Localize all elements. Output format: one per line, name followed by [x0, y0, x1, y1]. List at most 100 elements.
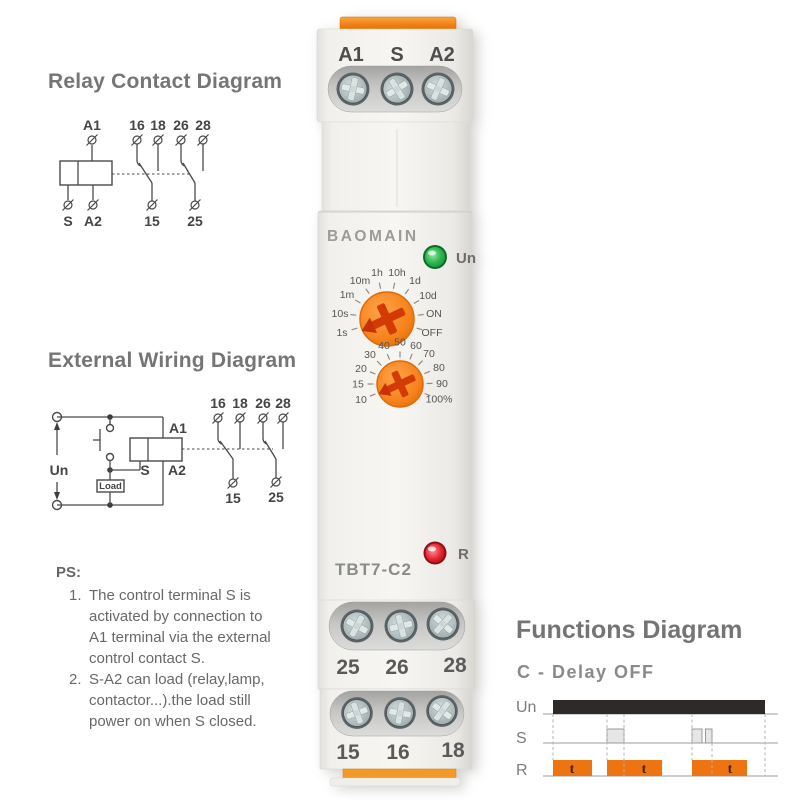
svg-text:15: 15: [144, 213, 160, 229]
svg-text:28: 28: [275, 395, 291, 411]
bottom-edge: [329, 777, 461, 787]
timing-row-un: Un: [516, 699, 536, 716]
svg-text:10: 10: [355, 394, 367, 406]
svg-text:1m: 1m: [340, 289, 355, 301]
svg-text:26: 26: [255, 395, 271, 411]
load-box: Load: [96, 470, 125, 505]
svg-text:18: 18: [232, 395, 248, 411]
time-range-knob: [354, 291, 415, 347]
top-terminal-block: A1 S A2: [316, 28, 474, 123]
changeover-contact-2: 26 25 28: [255, 395, 291, 505]
note-text: The control terminal S is activated by c…: [89, 587, 271, 667]
functions-diagram-title: Functions Diagram: [516, 616, 743, 644]
percent-dial-labels: 10 15 20 30 40 50 60 70 80 90 100%: [352, 337, 452, 407]
svg-text:15: 15: [352, 379, 364, 391]
coil-terminal-a2-label: A2: [84, 213, 102, 229]
svg-text:10s: 10s: [332, 308, 349, 320]
svg-text:10m: 10m: [350, 275, 371, 287]
delay-time-label: t: [728, 762, 733, 777]
relay-led-label: R: [458, 546, 469, 563]
percent-knob: [372, 360, 424, 408]
terminal-label-s: S: [390, 44, 403, 66]
terminal-label-a1: A1: [338, 44, 364, 66]
svg-text:16: 16: [210, 395, 226, 411]
svg-text:25: 25: [187, 213, 203, 229]
coil-symbol: A1 S A2: [59, 117, 113, 229]
changeover-contact-2: 26 25 28: [173, 117, 211, 229]
coil-terminal-s-label: S: [63, 213, 72, 229]
notes-heading: PS:: [56, 564, 82, 581]
notes-block: PS: 1. The control terminal S is activat…: [56, 562, 271, 732]
terminal-symbol: [86, 198, 100, 212]
time-range-dial: [350, 282, 424, 331]
svg-text:1s: 1s: [336, 327, 347, 339]
timing-row-s: S: [516, 730, 527, 747]
svg-text:1d: 1d: [409, 275, 421, 287]
svg-text:80: 80: [433, 362, 445, 374]
svg-text:90: 90: [436, 378, 448, 390]
timing-row-r: R: [516, 762, 528, 779]
svg-text:40: 40: [378, 340, 390, 352]
terminal-label-28: 28: [443, 654, 467, 677]
svg-text:60: 60: [410, 340, 422, 352]
svg-text:10d: 10d: [419, 290, 437, 302]
coil-s-label: S: [140, 462, 149, 478]
note-text: S-A2 can load (relay,lamp, contactor...)…: [89, 671, 265, 730]
terminal-symbol: [61, 198, 75, 212]
svg-text:18: 18: [150, 117, 166, 133]
svg-text:OFF: OFF: [422, 327, 443, 339]
terminal-label-15: 15: [336, 741, 360, 764]
power-led-green: [423, 245, 447, 269]
front-panel: BAOMAIN Un 1s 10s 1m 10m 1h 10h 1d 10d O…: [317, 210, 476, 602]
delay-time-label: t: [570, 762, 575, 777]
svg-text:15: 15: [225, 490, 241, 506]
terminal-label-26: 26: [385, 656, 408, 679]
svg-text:100%: 100%: [426, 394, 453, 406]
note-number: 1.: [69, 587, 82, 604]
note-number: 2.: [69, 671, 82, 688]
svg-text:10h: 10h: [388, 267, 406, 279]
terminal-label-a2: A2: [429, 44, 455, 66]
svg-text:26: 26: [173, 117, 189, 133]
terminal-label-25: 25: [336, 656, 360, 679]
external-wiring-diagram-figure: Un Load A1 S A2 16: [50, 395, 291, 511]
svg-text:25: 25: [268, 489, 284, 505]
svg-text:16: 16: [129, 117, 145, 133]
svg-text:28: 28: [195, 117, 211, 133]
terminal-label-18: 18: [441, 739, 465, 762]
svg-text:70: 70: [423, 348, 435, 360]
power-led-label: Un: [456, 250, 476, 267]
time-range-dial-labels: 1s 10s 1m 10m 1h 10h 1d 10d ON OFF: [332, 267, 443, 339]
coil-a2-label: A2: [168, 462, 186, 478]
function-mode-label: C - Delay OFF: [517, 662, 655, 682]
un-supply-bar: [553, 700, 765, 714]
terminal-symbol: [85, 133, 99, 147]
relay-contact-diagram-figure: A1 S A2 16 15 18 26 25 28: [59, 117, 211, 229]
relay-led-red: [423, 541, 447, 565]
brand-logo: BAOMAIN: [327, 228, 419, 245]
svg-text:ON: ON: [426, 308, 442, 320]
delay-time-label: t: [642, 762, 647, 777]
svg-text:50: 50: [394, 337, 406, 349]
note-item: 2. S-A2 can load (relay,lamp, contactor.…: [69, 669, 271, 732]
timer-relay-device: A1 S A2 BAOMAIN Un 1s 1: [316, 16, 476, 787]
din-clip-bottom: [342, 768, 457, 779]
percent-dial: [367, 351, 433, 397]
bottom-terminal-block: 15 16 18: [319, 688, 473, 770]
r-relay-bars: [553, 760, 747, 776]
control-contact-switch: [93, 417, 115, 470]
note-item: 1. The control terminal S is activated b…: [69, 585, 271, 669]
relay-contact-diagram-title: Relay Contact Diagram: [48, 70, 283, 93]
timing-dashed-guides: [552, 714, 766, 776]
external-wiring-diagram-title: External Wiring Diagram: [48, 349, 297, 372]
svg-text:30: 30: [364, 349, 376, 361]
coil-a1-label: A1: [169, 420, 187, 436]
mid-housing: [321, 121, 471, 212]
changeover-contact-1: 16 15 18: [129, 117, 166, 229]
terminal-label-16: 16: [386, 741, 409, 764]
supply-label: Un: [50, 462, 69, 478]
svg-text:20: 20: [355, 363, 367, 375]
load-label: Load: [99, 481, 122, 492]
changeover-contact-1: 16 15 18: [210, 395, 248, 506]
coil-terminal-a1-label: A1: [83, 117, 101, 133]
